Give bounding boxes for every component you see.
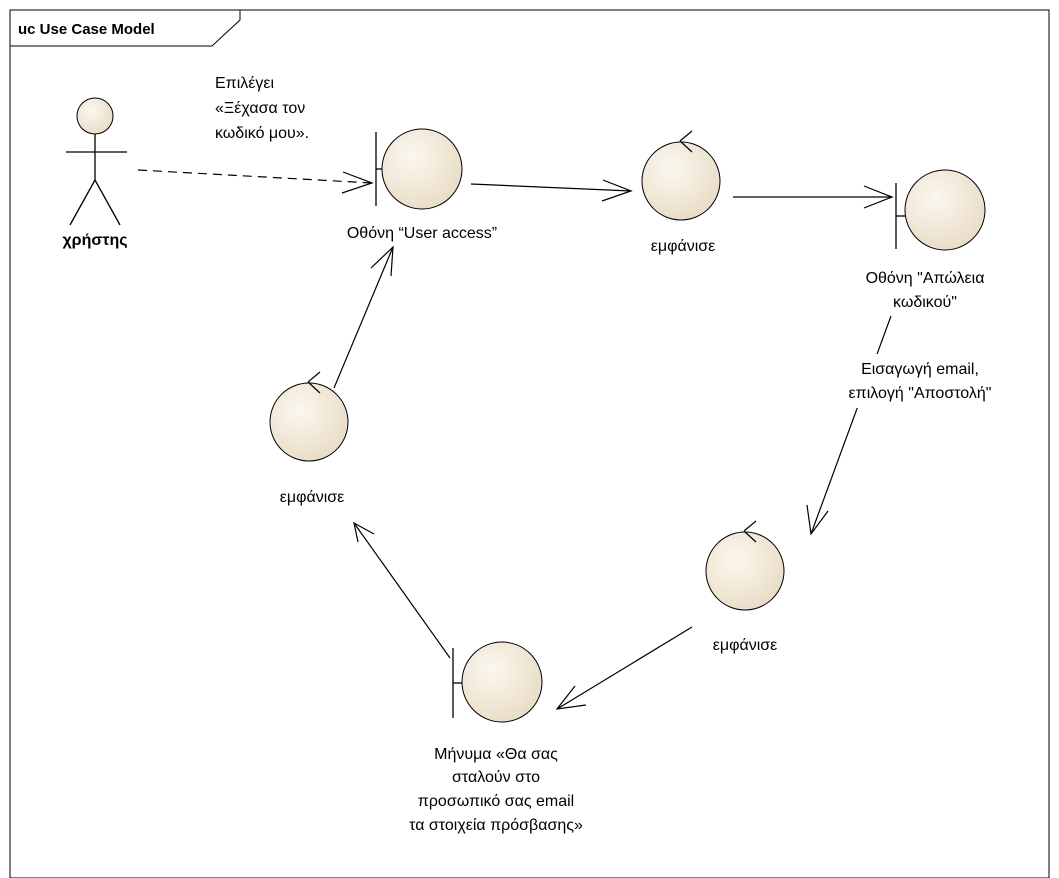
actor-left-leg: [69, 179, 96, 226]
connector: [353, 522, 451, 659]
control-show-1[interactable]: εμφάνισε: [641, 130, 721, 255]
control-circle: [705, 531, 785, 611]
control-show-1-label: εμφάνισε: [651, 238, 716, 255]
boundary-message-label-line1: Μήνυμα «Θα σας: [434, 746, 558, 763]
actor-right-leg: [94, 179, 121, 226]
boundary-circle: [461, 641, 543, 723]
arrowhead: [370, 245, 394, 277]
boundary-user-access[interactable]: Οθόνη “User access”: [347, 128, 497, 242]
edge-lost-code-to-show-2: Εισαγωγή email, επιλογή "Αποστολή": [802, 315, 1038, 536]
control-arrowhead: [307, 371, 321, 394]
arrowhead: [555, 685, 587, 710]
edge-label-line1: Εισαγωγή email,: [861, 361, 979, 378]
arrowhead: [863, 185, 894, 209]
control-show-3[interactable]: εμφάνισε: [269, 371, 349, 506]
edge-actor-to-user-access: Επιλέγει «Ξέχασα τον κωδικό μου».: [137, 75, 374, 194]
control-circle: [641, 141, 721, 221]
edge-show-3-to-user-access: [333, 245, 394, 389]
edge-show-1-to-lost-code: [733, 185, 894, 209]
boundary-lost-code[interactable]: Οθόνη "Απώλεια κωδικού": [866, 169, 986, 311]
boundary-lost-code-label-line2: κωδικού": [893, 294, 957, 311]
control-circle: [269, 382, 349, 462]
actor-user[interactable]: χρήστης: [62, 97, 128, 249]
actor-name: χρήστης: [62, 232, 127, 249]
edge-user-access-to-show-1: [470, 179, 633, 202]
connector: [470, 183, 632, 192]
boundary-message-label-line4: τα στοιχεία πρόσβασης»: [409, 817, 583, 834]
boundary-lost-code-label-line1: Οθόνη "Απώλεια: [866, 270, 985, 287]
edge-show-2-to-message: [555, 626, 693, 710]
edge-label-line2: επιλογή "Αποστολή": [849, 385, 992, 402]
edge-message-to-show-3: [353, 521, 451, 659]
control-show-3-label: εμφάνισε: [280, 489, 345, 506]
boundary-message[interactable]: Μήνυμα «Θα σας σταλούν στο προσωπικό σας…: [409, 641, 583, 834]
boundary-message-label-line2: σταλούν στο: [452, 769, 540, 786]
edge-label-line2: «Ξέχασα τον: [215, 100, 305, 117]
boundary-circle: [904, 169, 986, 251]
boundary-message-label-line3: προσωπικό σας email: [418, 793, 574, 810]
connector: [556, 626, 693, 710]
boundary-circle: [381, 128, 463, 210]
control-show-2-label: εμφάνισε: [713, 637, 778, 654]
control-show-2[interactable]: εμφάνισε: [705, 520, 785, 654]
frame-title: uc Use Case Model: [18, 21, 155, 38]
frame-title-tab: [10, 9, 241, 47]
edge-label-line3: κωδικό μου».: [215, 125, 309, 142]
connector: [333, 246, 394, 389]
arrowhead: [341, 171, 374, 194]
diagram-frame: [9, 9, 1050, 878]
edge-label-background: [802, 354, 1038, 408]
edge-label-line1: Επιλέγει: [215, 75, 275, 92]
boundary-user-access-label: Οθόνη “User access”: [347, 225, 497, 242]
connector: [810, 315, 892, 535]
dashed-connector: [137, 169, 373, 184]
control-arrowhead: [679, 130, 693, 153]
arrowhead: [806, 504, 829, 536]
actor-head: [76, 97, 114, 135]
arrowhead: [601, 179, 633, 202]
arrowhead: [353, 521, 375, 543]
control-arrowhead: [743, 520, 757, 543]
